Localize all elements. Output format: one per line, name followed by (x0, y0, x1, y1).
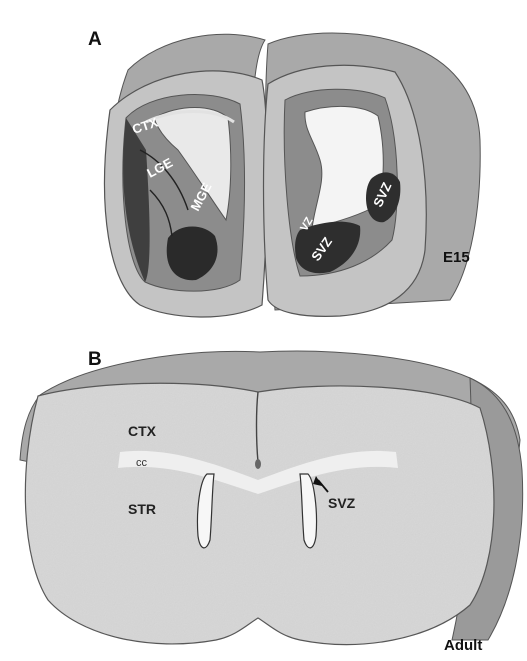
panel-a: A (88, 29, 480, 317)
panel-b-letter: B (88, 349, 102, 370)
right-hemisphere-e15 (264, 33, 481, 316)
left-hemisphere-e15 (105, 34, 268, 317)
label-svz-adult: SVZ (328, 495, 356, 511)
panel-a-letter: A (88, 29, 102, 50)
label-stage-adult: Adult (444, 637, 482, 654)
label-str: STR (128, 501, 156, 517)
label-cc: cc (136, 457, 148, 469)
label-ctx-adult: CTX (128, 423, 157, 439)
label-stage-e15: E15 (443, 249, 470, 266)
panel-b: B CTX cc STR SVZ Adult (20, 349, 523, 654)
